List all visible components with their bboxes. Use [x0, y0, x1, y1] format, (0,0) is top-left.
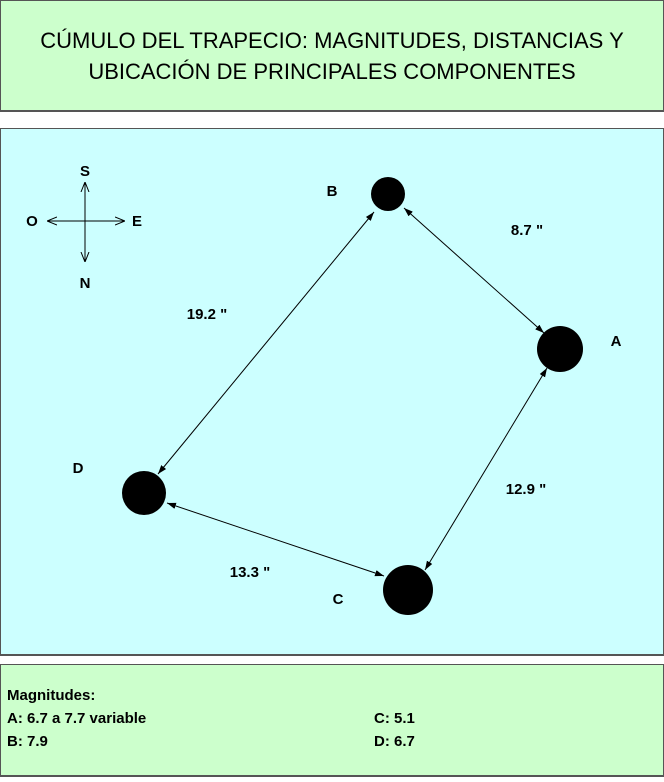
distance-label-ac: 12.9 " — [506, 481, 546, 498]
distance-label-ba: 8.7 " — [511, 222, 543, 239]
star-label-a: A — [611, 333, 622, 350]
title-panel: CÚMULO DEL TRAPECIO: MAGNITUDES, DISTANC… — [0, 0, 664, 112]
star-label-d: D — [73, 460, 84, 477]
star-c — [383, 565, 433, 615]
distance-label-bd: 19.2 " — [187, 306, 227, 323]
distance-line-dc — [166, 502, 385, 577]
magnitude-d: D: 6.7 — [374, 733, 415, 750]
star-a — [537, 326, 583, 372]
page-title: CÚMULO DEL TRAPECIO: MAGNITUDES, DISTANC… — [40, 25, 624, 87]
star-d — [122, 471, 166, 515]
compass-south: S — [80, 163, 90, 180]
magnitude-a: A: 6.7 a 7.7 variable — [7, 710, 147, 727]
title-line-2: UBICACIÓN DE PRINCIPALES COMPONENTES — [88, 58, 576, 84]
star-label-c: C — [333, 591, 344, 608]
star-b — [371, 177, 405, 211]
compass-west: O — [26, 213, 38, 230]
magnitudes-heading: Magnitudes: — [7, 687, 96, 704]
distance-label-dc: 13.3 " — [230, 564, 270, 581]
trapezium-diagram: S O E N B A D C 8.7 " 19.2 " 12.9 " 13.3… — [26, 163, 622, 615]
diagram-panel: S O E N B A D C 8.7 " 19.2 " 12.9 " 13.3… — [0, 128, 664, 656]
magnitude-c: C: 5.1 — [374, 710, 415, 727]
distance-line-ba — [403, 207, 545, 334]
compass-east: E — [132, 213, 142, 230]
magnitude-b: B: 7.9 — [7, 733, 48, 750]
compass-icon: S O E N — [26, 163, 142, 292]
distance-line-bd — [157, 211, 375, 475]
compass-north: N — [80, 275, 91, 292]
title-line-1: CÚMULO DEL TRAPECIO: MAGNITUDES, DISTANC… — [40, 27, 624, 53]
distance-line-ac — [424, 367, 548, 571]
star-label-b: B — [327, 183, 338, 200]
magnitudes-panel: Magnitudes: A: 6.7 a 7.7 variable B: 7.9… — [0, 664, 664, 777]
